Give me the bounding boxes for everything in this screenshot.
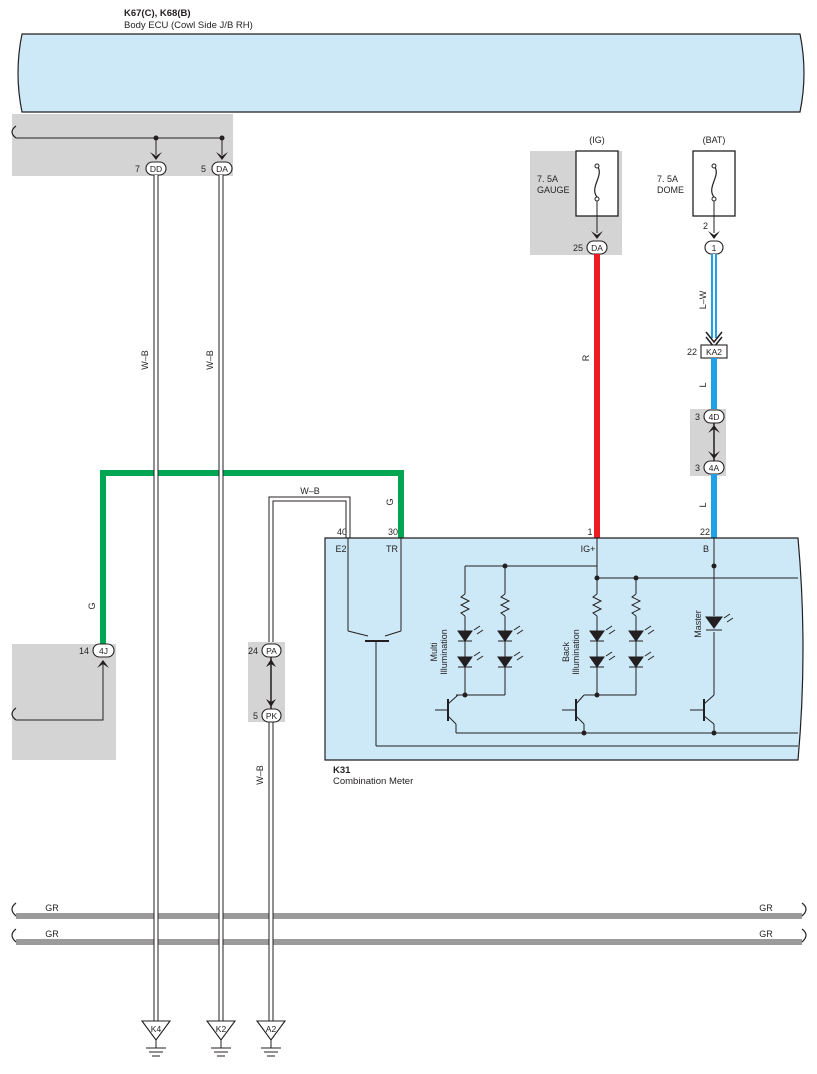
group-master: Master [693, 610, 703, 638]
pin-22-ka2: 22 [687, 347, 697, 357]
meter-pin-name-tr: TR [386, 544, 398, 554]
pin-arrow-pk [266, 699, 276, 707]
meter-pin-name-b: B [703, 544, 709, 554]
meter-box [324, 537, 804, 761]
pin-arrow-gauge [591, 231, 603, 239]
connector-4j-label: 4J [99, 646, 108, 656]
meter-pin-1: 1 [587, 527, 592, 537]
fuse-gauge-supply: (IG) [589, 135, 605, 145]
connector-dd-label: DD [150, 164, 162, 174]
fuse-gauge-symbol [594, 165, 600, 198]
led-rays [473, 613, 734, 661]
wire-label-wb-4: W–B [255, 765, 265, 785]
pin-5: 5 [201, 164, 206, 174]
led-symbols [457, 616, 723, 668]
pin-3-4a: 3 [695, 463, 700, 473]
wire-label-gr-3: GR [45, 929, 59, 939]
wire-label-g-1: G [87, 602, 97, 609]
pin-7: 7 [135, 164, 140, 174]
connector-ka2-label: KA2 [706, 347, 722, 357]
wire-wb-e2 [268, 496, 351, 1022]
meter-pin-22: 22 [700, 527, 710, 537]
connector-da-gauge-label: DA [591, 243, 603, 253]
ecu-connector-area [12, 114, 233, 176]
meter-pin-30: 30 [388, 527, 398, 537]
meter-pin-name-ig: IG+ [581, 544, 596, 554]
wire-label-wb-3: W–B [300, 486, 320, 496]
pin-5-pk: 5 [253, 711, 258, 721]
body-ecu-name: Body ECU (Cowl Side J/B RH) [124, 20, 253, 31]
wire-label-l-2: L [698, 502, 708, 507]
meter-id: K31 [333, 765, 351, 776]
junction-4j-area [12, 644, 116, 760]
connector-4a-label: 4A [709, 463, 720, 473]
wire-g [100, 470, 404, 644]
ground-k2: K2 [205, 1020, 237, 1057]
pin-2-dome: 2 [703, 221, 708, 231]
fuse-dome-supply: (BAT) [703, 135, 726, 145]
ground-a2: A2 [255, 1020, 287, 1057]
connector-da-ecu-label: DA [216, 164, 228, 174]
fuse-gauge-name: GAUGE [537, 185, 570, 195]
connector-1-dome-label: 1 [712, 243, 717, 253]
wire-label-g-2: G [385, 498, 395, 505]
body-ecu-id: K67(C), K68(B) [124, 8, 191, 19]
meter-circuit-nodes [462, 563, 717, 736]
fuse-dome-symbol [711, 165, 717, 198]
wire-label-gr-4: GR [759, 929, 773, 939]
meter-name: Combination Meter [333, 776, 413, 787]
pin-25: 25 [573, 243, 583, 253]
ground-k4: K4 [140, 1020, 172, 1057]
ecu-break-mark [11, 125, 17, 139]
fuse-dome-rating: 7. 5A [657, 174, 678, 184]
wire-label-gr-1: GR [45, 903, 59, 913]
group-back-line1: Back [561, 641, 571, 662]
connector-pa-label: PA [266, 646, 277, 656]
pin-3-4d: 3 [695, 412, 700, 422]
pin-arrow-dd [150, 152, 162, 160]
wire-label-l-1: L [698, 382, 708, 387]
group-multi-line2: Illumination [439, 629, 449, 675]
wire-label-l-w: L–W [698, 290, 708, 309]
meter-internal-circuit [347, 538, 798, 747]
pin-arrow-dome [708, 231, 720, 239]
fuse-gauge-rating: 7. 5A [537, 174, 558, 184]
connector-4d-label: 4D [709, 412, 720, 422]
junction-4j-line [16, 664, 104, 721]
connector-4j [92, 643, 115, 658]
wire-label-gr-2: GR [759, 903, 773, 913]
pin-arrow-4a [708, 451, 720, 459]
group-multi-line1: Multi [429, 642, 439, 661]
pin-arrow-4d [708, 425, 720, 433]
meter-pin-name-e2: E2 [335, 544, 346, 554]
wire-label-r: R [581, 354, 591, 361]
ground-a2-label: A2 [266, 1024, 277, 1034]
pin-arrow-da [216, 152, 228, 160]
pin-24: 24 [248, 646, 258, 656]
wire-label-wb-2: W–B [205, 350, 215, 370]
body-ecu-box [17, 33, 805, 113]
fuse-dome-name: DOME [657, 185, 684, 195]
wire-label-wb-1: W–B [140, 350, 150, 370]
pin-arrow-pa [266, 659, 276, 667]
connector-pk [261, 708, 282, 723]
junction-4j-break [11, 707, 17, 721]
group-back-line2: Illumination [571, 629, 581, 675]
meter-pin-40: 40 [337, 527, 347, 537]
ground-k2-label: K2 [216, 1024, 227, 1034]
gr-bus [11, 902, 807, 945]
ground-k4-label: K4 [151, 1024, 162, 1034]
connector-pk-label: PK [266, 711, 278, 721]
pin-14: 14 [79, 646, 89, 656]
